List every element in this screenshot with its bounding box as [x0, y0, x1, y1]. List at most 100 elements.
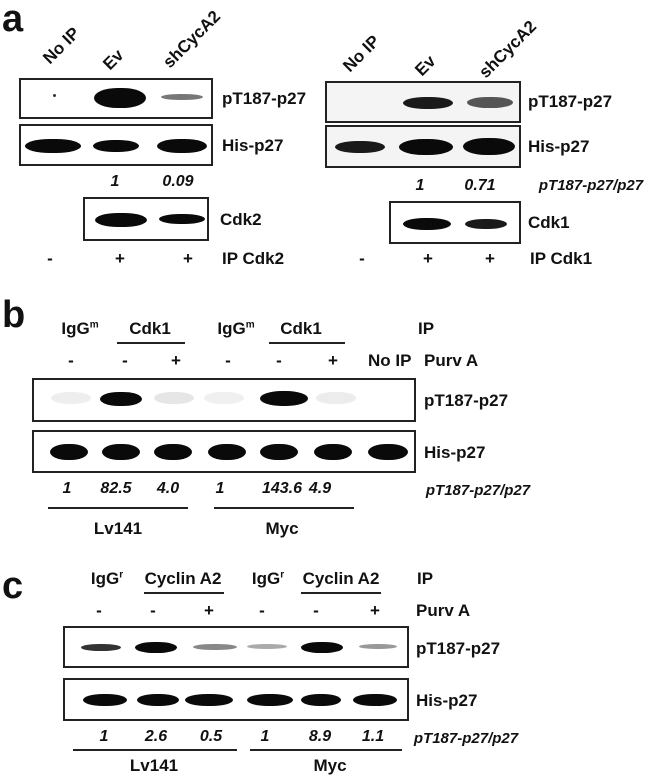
band	[185, 694, 233, 706]
band	[403, 97, 453, 109]
band	[301, 694, 341, 706]
band	[463, 138, 515, 155]
band	[403, 218, 451, 230]
purv-sign: -	[150, 601, 156, 620]
ratio-value: 0.5	[199, 728, 223, 745]
purv-sign: -	[259, 601, 265, 620]
ip-group-igg: IgGr	[251, 569, 285, 588]
purv-row-label: Purv A	[424, 351, 479, 370]
ip-sign: +	[183, 249, 193, 268]
ratio-value: 8.9	[308, 728, 332, 745]
band	[50, 444, 88, 460]
band	[193, 644, 237, 650]
ratio-value: 1	[99, 728, 109, 745]
band	[368, 444, 408, 460]
ratio-value: 0.71	[464, 177, 496, 194]
ratio-label: pT187-p27/p27	[538, 177, 644, 194]
lane-header-ev: Ev	[99, 45, 128, 74]
band	[204, 392, 244, 404]
ip-group-igg: IgGr	[90, 569, 124, 588]
band	[353, 694, 397, 706]
band	[247, 694, 293, 706]
purv-sign: +	[328, 351, 338, 370]
blot-his-p27-right	[325, 125, 521, 168]
ratio-value: 1.1	[361, 728, 385, 745]
cell-line-myc: Myc	[265, 519, 299, 538]
blot-label-cdk2: Cdk2	[220, 210, 262, 229]
band	[83, 694, 127, 706]
band	[260, 444, 298, 460]
blot-label-cdk1: Cdk1	[528, 213, 570, 232]
band	[399, 139, 453, 155]
band	[161, 94, 203, 100]
blot-label-pt187: pT187-p27	[528, 92, 613, 111]
blot-label-pt187: pT187-p27	[424, 391, 509, 410]
blot-label-pt187: pT187-p27	[416, 639, 501, 658]
ip-group-cyclin-a2: Cyclin A2	[302, 569, 380, 588]
purv-sign: -	[68, 351, 74, 370]
ip-group-cdk1: Cdk1	[280, 319, 322, 338]
band	[316, 392, 356, 404]
blot-label-his-p27: His-p27	[424, 443, 486, 462]
band	[154, 392, 194, 404]
ratio-value: 1	[415, 177, 425, 194]
ip-sign: +	[423, 249, 433, 268]
band	[314, 444, 352, 460]
blot-pt187-p27	[32, 378, 416, 422]
purv-sign: -	[313, 601, 319, 620]
lane-header-no-ip: No IP	[339, 31, 384, 76]
cell-line-lv141: Lv141	[93, 519, 143, 538]
cell-line-underline	[48, 507, 188, 509]
panel-c-letter: c	[2, 565, 24, 607]
ip-sign: +	[485, 249, 495, 268]
lane-header-no-ip: No IP	[39, 23, 84, 68]
band	[93, 140, 139, 152]
blot-his-p27	[32, 430, 416, 473]
blot-label-his-p27: His-p27	[416, 691, 478, 710]
blot-his-p27	[63, 678, 409, 721]
band	[260, 391, 308, 406]
ip-sign: -	[359, 249, 365, 268]
blot-pt187-p27-right	[325, 81, 521, 123]
ratio-value: 143.6	[261, 480, 303, 497]
group-underline	[269, 342, 345, 344]
band	[95, 213, 147, 227]
cell-line-underline	[250, 749, 402, 751]
ip-group-cyclin-a2: Cyclin A2	[144, 569, 222, 588]
lane-header-ev: Ev	[411, 51, 440, 80]
ip-row-label: IP	[417, 569, 434, 588]
cell-line-myc: Myc	[313, 756, 347, 775]
ip-group-igg: IgGm	[217, 319, 255, 338]
band	[208, 444, 246, 460]
ratio-value: 2.6	[144, 728, 168, 745]
band	[465, 219, 507, 229]
cell-line-underline	[73, 749, 237, 751]
blot-pt187-p27-left	[19, 78, 213, 119]
ratio-value: 4.0	[156, 480, 180, 497]
purv-sign: +	[204, 601, 214, 620]
band	[301, 642, 343, 653]
ratio-value: 1	[260, 728, 270, 745]
ip-group-igg: IgGm	[61, 319, 99, 338]
ip-sign: +	[115, 249, 125, 268]
panel-a-letter: a	[2, 0, 24, 40]
cell-line-underline	[214, 507, 354, 509]
group-underline	[117, 342, 185, 344]
band	[154, 444, 192, 460]
purv-sign: -	[225, 351, 231, 370]
ratio-value: 1	[62, 480, 72, 497]
band	[359, 644, 397, 649]
band	[135, 642, 177, 653]
blot-label-his-p27: His-p27	[528, 137, 590, 156]
band	[157, 139, 207, 153]
band	[94, 88, 146, 108]
ratio-value: 0.09	[162, 173, 194, 190]
ip-group-cdk1: Cdk1	[129, 319, 171, 338]
purv-sign: +	[171, 351, 181, 370]
band	[25, 139, 81, 153]
no-ip-label: No IP	[368, 351, 412, 370]
band	[53, 94, 56, 97]
blot-label-his-p27: His-p27	[222, 136, 284, 155]
band	[137, 694, 179, 706]
blot-cdk1	[389, 201, 521, 244]
